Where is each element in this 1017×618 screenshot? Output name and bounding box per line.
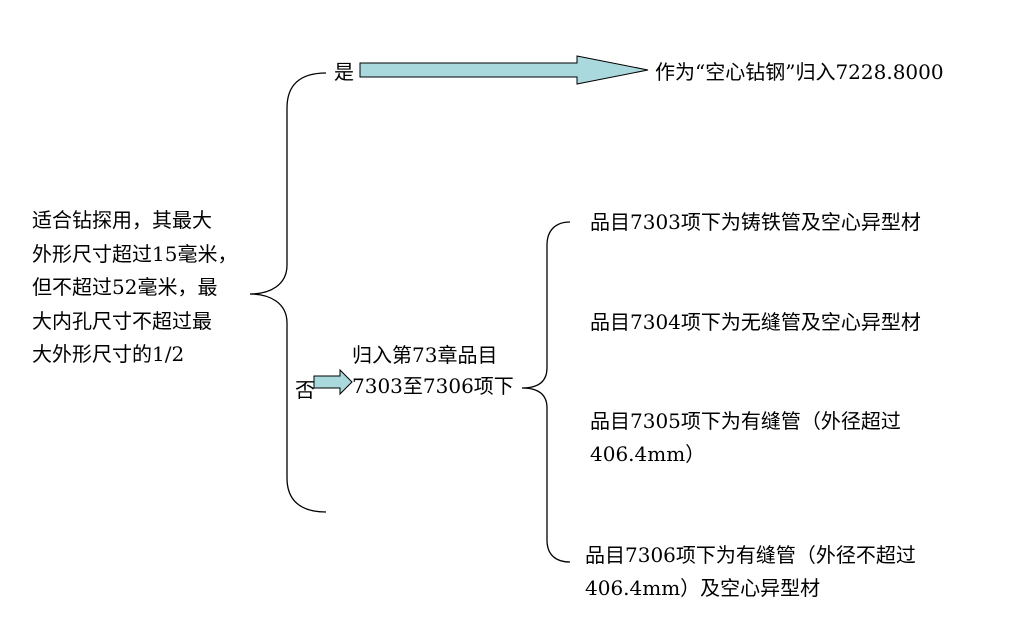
sub-item-line: 品目7305项下为有缝管（外径超过 <box>590 409 901 433</box>
sub-item-7305: 品目7305项下为有缝管（外径超过 406.4mm） <box>590 405 901 471</box>
condition-text: 适合钻探用，其最大 外形尺寸超过15毫米， 但不超过52毫米，最 大内孔尺寸不超… <box>32 204 237 372</box>
sub-item-7303: 品目7303项下为铸铁管及空心异型材 <box>590 206 921 239</box>
sub-item-7306: 品目7306项下为有缝管（外径不超过 406.4mm）及空心异型材 <box>585 539 916 605</box>
sub-item-line: 品目7304项下为无缝管及空心异型材 <box>590 310 921 334</box>
no-result: 归入第73章品目 7303至7306项下 <box>352 340 514 402</box>
no-arrow <box>313 368 353 396</box>
condition-line: 外形尺寸超过15毫米， <box>32 241 238 266</box>
sub-item-line: 品目7306项下为有缝管（外径不超过 <box>585 543 916 567</box>
sub-item-line: 406.4mm） <box>590 442 706 466</box>
yes-result: 作为“空心钻钢”归入7228.8000 <box>655 60 944 84</box>
condition-line: 大内孔尺寸不超过最 <box>32 308 212 333</box>
condition-line: 大外形尺寸的1/2 <box>32 342 185 366</box>
yes-arrow <box>359 55 649 85</box>
no-result-line: 归入第73章品目 <box>352 343 498 367</box>
sub-item-7304: 品目7304项下为无缝管及空心异型材 <box>590 306 921 339</box>
condition-line: 适合钻探用，其最大 <box>32 208 212 232</box>
no-result-line: 7303至7306项下 <box>352 374 514 398</box>
yes-label: 是 <box>334 60 354 84</box>
sub-item-line: 406.4mm）及空心异型材 <box>585 576 821 600</box>
condition-line: 但不超过52毫米，最 <box>32 275 218 299</box>
main-brace <box>249 72 327 513</box>
sub-item-line: 品目7303项下为铸铁管及空心异型材 <box>590 210 921 234</box>
sub-brace <box>521 221 571 563</box>
no-label: 否 <box>295 378 315 402</box>
